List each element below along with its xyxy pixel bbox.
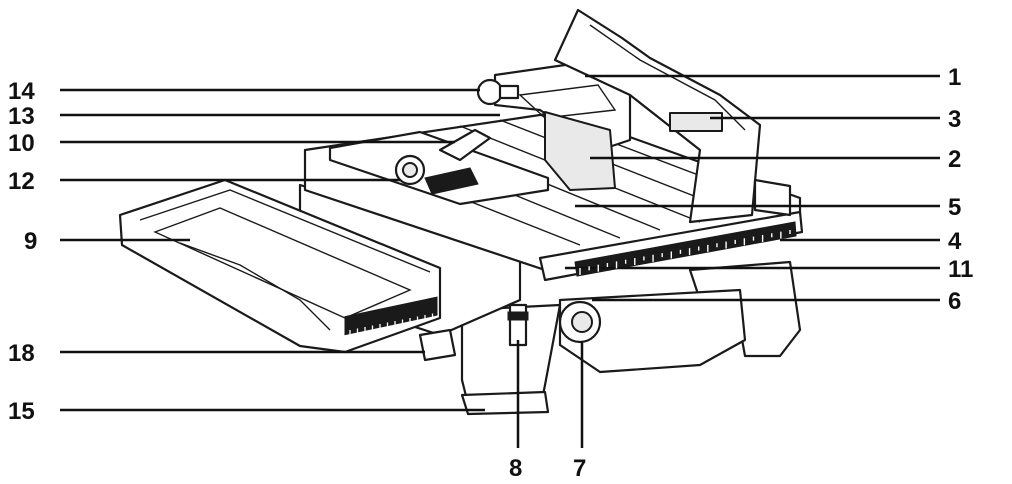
- guard-mounting-knob: [476, 78, 504, 106]
- miter-lock-knob-cap: [402, 162, 418, 178]
- miter-angle-scale: [424, 167, 479, 195]
- motor-housing: [558, 288, 747, 374]
- callout-12: 12: [8, 168, 35, 195]
- callout-11: 11: [948, 256, 973, 283]
- splash-guard: [553, 8, 762, 224]
- extension-table: [118, 178, 442, 354]
- extension-table-scale: [344, 296, 438, 336]
- callout-10: 10: [8, 130, 35, 157]
- tile-saw-illustration: [118, 8, 804, 416]
- blade-guard-window: [518, 84, 617, 119]
- scale-ticks: [349, 230, 791, 337]
- bevel-lock-knob-center: [571, 311, 593, 333]
- table-corner-bracket: [753, 178, 792, 217]
- adjust-spindle: [508, 303, 528, 347]
- miter-gauge-arm: [328, 130, 550, 206]
- guard-mounting-post: [498, 84, 520, 100]
- tray-bracket: [418, 328, 457, 362]
- callout-15: 15: [8, 398, 35, 425]
- extension-table-top-rib: [139, 189, 431, 273]
- callout-5: 5: [948, 194, 961, 221]
- callout-8: 8: [509, 455, 522, 482]
- splash-guard-inner: [589, 24, 746, 131]
- callout-13: 13: [8, 103, 35, 130]
- splash-guard-plate: [669, 112, 723, 132]
- callout-7: 7: [573, 455, 586, 482]
- leader-lines: [60, 74, 940, 448]
- callout-4: 4: [948, 228, 962, 255]
- miter-fence-bracket: [438, 128, 492, 162]
- callout-3: 3: [948, 106, 961, 133]
- callout-labels: 1 3 2 5 4 11 6 14 13 10 12 9 18 15 8 7: [8, 64, 973, 482]
- extension-table-rail: [179, 242, 331, 331]
- callout-18: 18: [8, 340, 35, 367]
- callout-1: 1: [948, 64, 961, 91]
- callout-9: 9: [24, 228, 37, 255]
- rip-scale: [574, 221, 797, 277]
- adjust-spindle-collar: [507, 311, 529, 321]
- callout-6: 6: [948, 288, 961, 315]
- saw-blade: [544, 111, 616, 191]
- callout-2: 2: [948, 146, 961, 173]
- callout-14: 14: [8, 78, 35, 105]
